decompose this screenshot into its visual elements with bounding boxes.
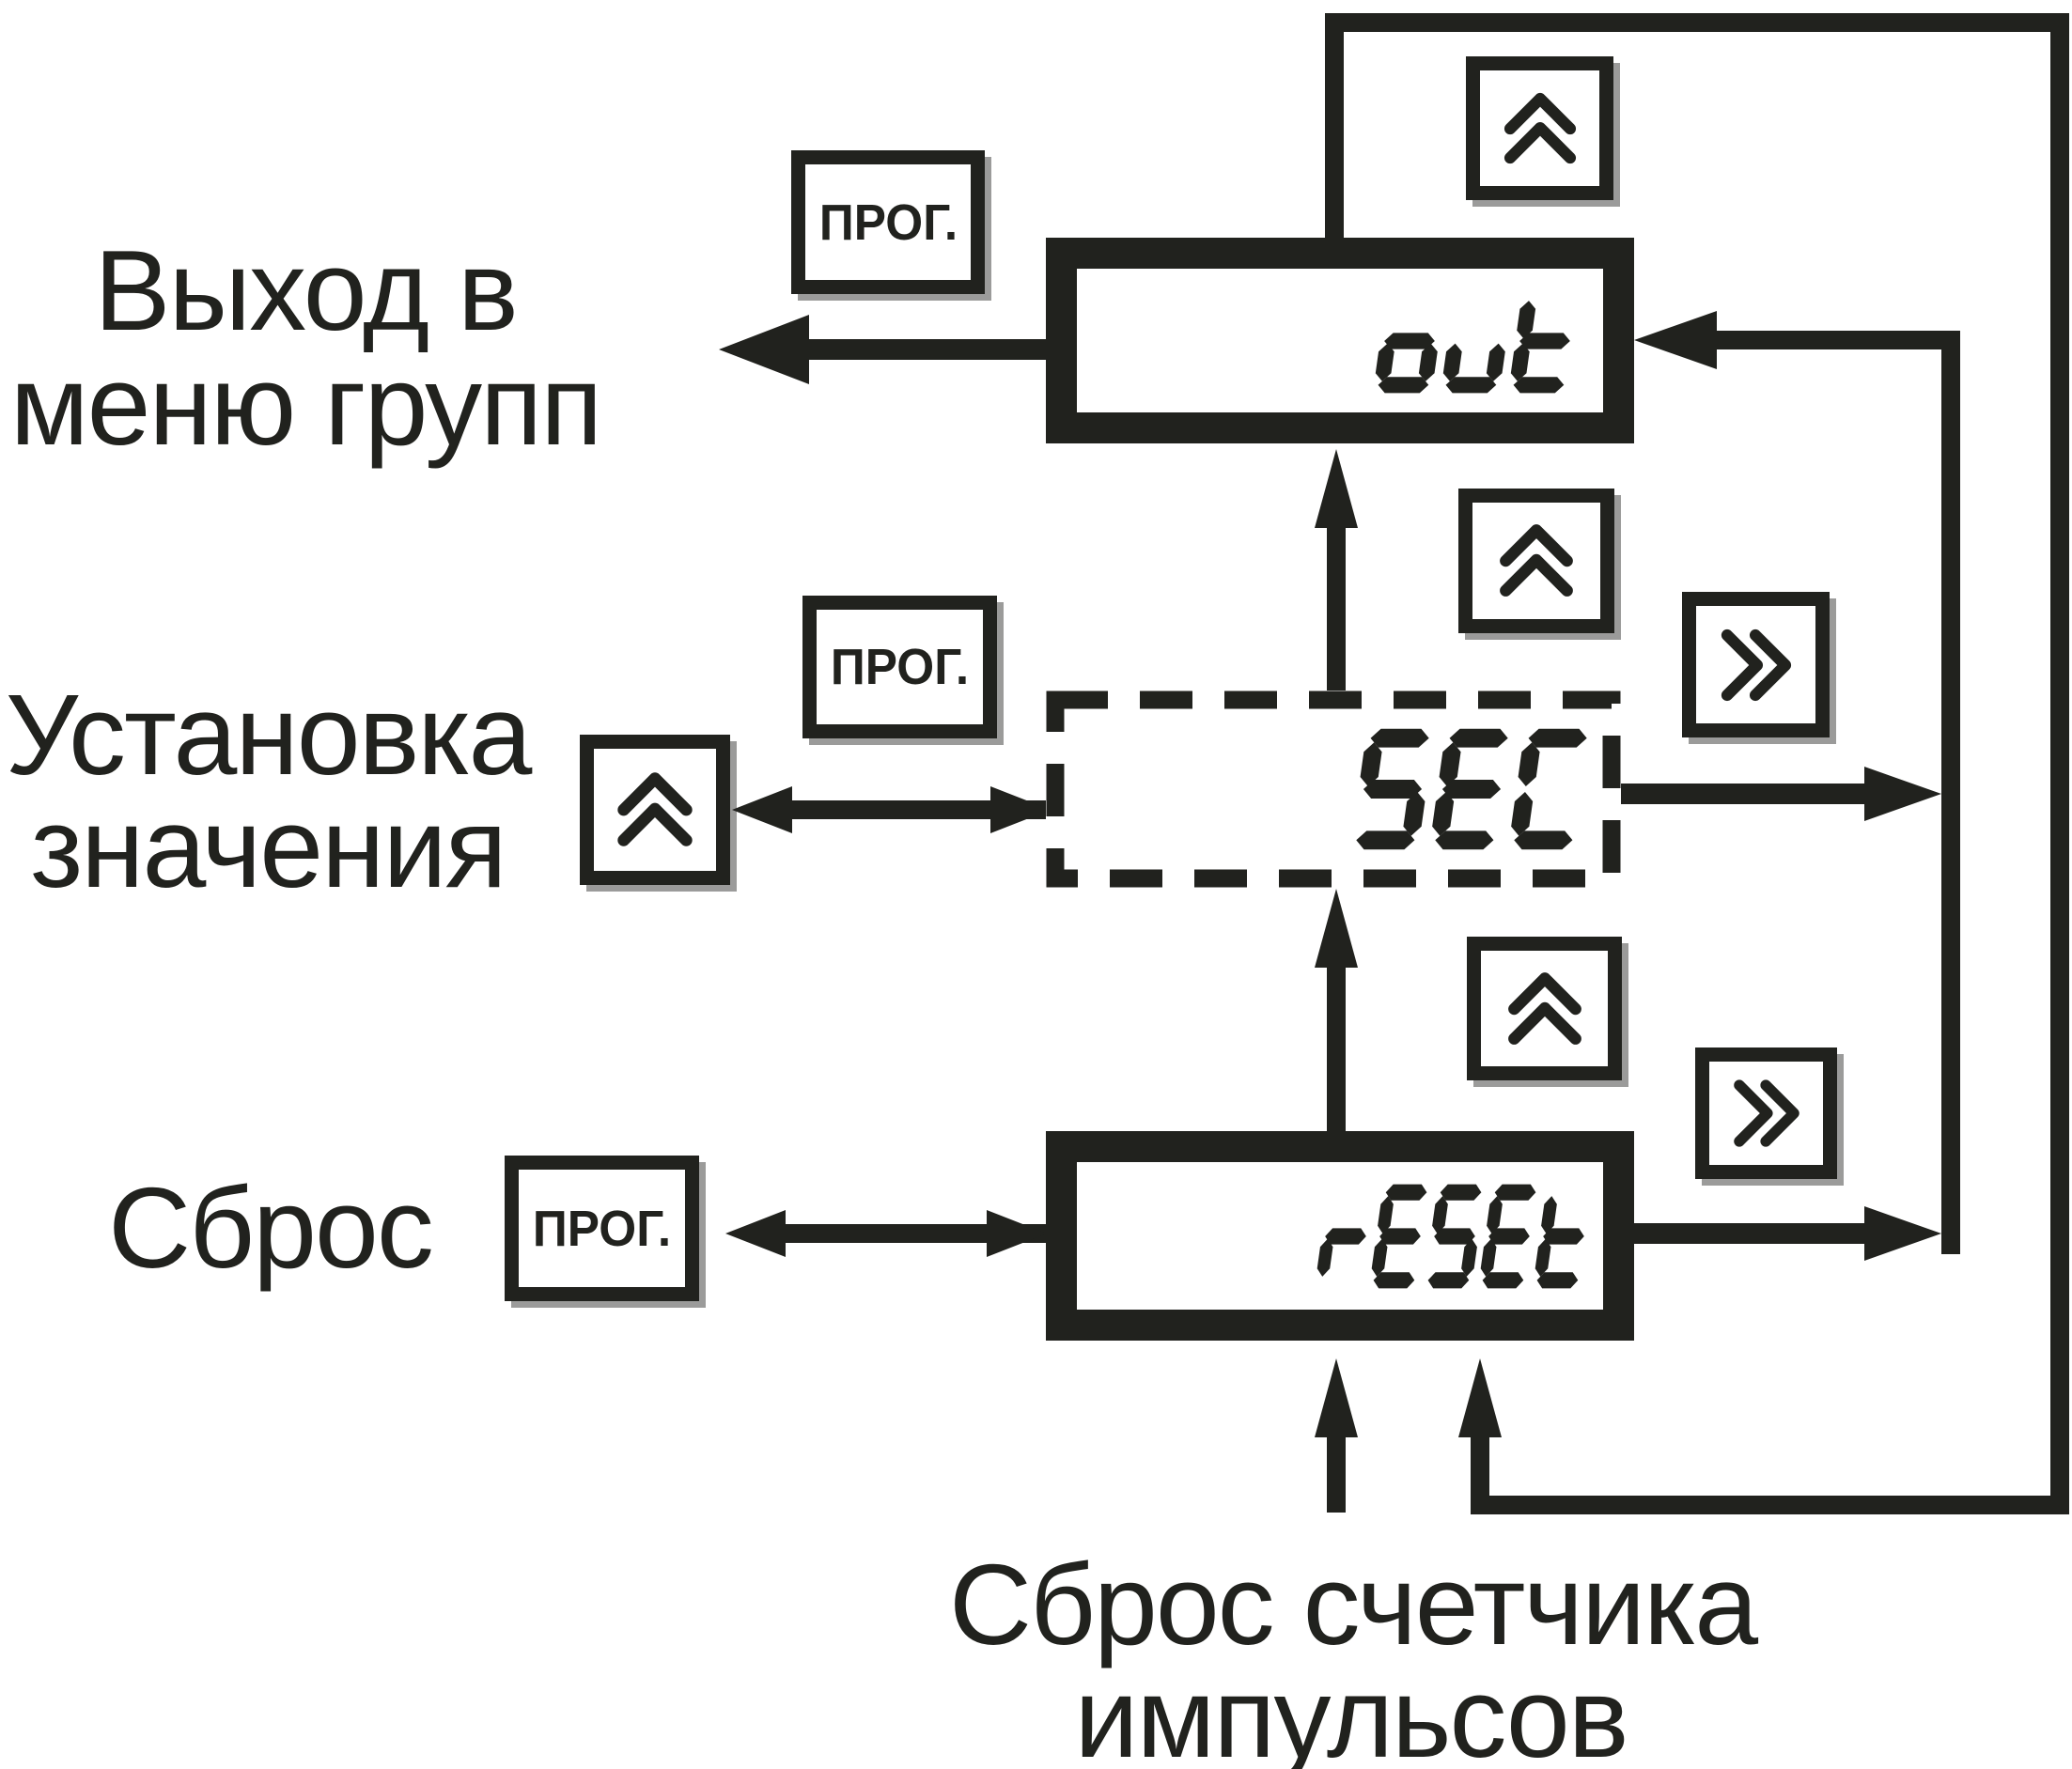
display-box-reset <box>1046 1131 1634 1341</box>
up-button-sec[interactable] <box>1458 489 1614 633</box>
double-chevron-up-icon <box>1503 92 1576 163</box>
caption-exit-line1: Выход в <box>94 226 519 354</box>
dashed-border <box>1046 691 1621 888</box>
arrowhead-sec-to-out <box>1315 449 1358 528</box>
arrowhead-into-reset-bottom <box>1458 1358 1502 1437</box>
caption-counter-reset: Сброс счетчика импульсов <box>949 1541 1758 1769</box>
connector-reset-right-shaft <box>1634 1223 1865 1244</box>
connector-sec-right-shaft <box>1621 784 1865 804</box>
caption-counter-line1: Сброс счетчика <box>949 1541 1758 1668</box>
display-text-out <box>1372 288 1582 394</box>
shift-button-sec[interactable] <box>1682 592 1830 737</box>
connector-outer-right-vertical <box>2050 13 2069 1514</box>
connector-reset-doublearrow-shaft <box>783 1224 1047 1243</box>
arrowhead-reset-to-sec <box>1315 889 1358 968</box>
connector-reset-to-sec <box>1327 968 1346 1131</box>
connector-reset-bottom-stub <box>1471 1435 1489 1501</box>
connector-bottom-horizontal <box>1471 1496 2069 1514</box>
caption-counter-line2: импульсов <box>1074 1653 1628 1769</box>
connector-into-out-horizontal <box>1710 331 1941 349</box>
arrowhead-sec-right <box>1864 767 1941 821</box>
up-button-set[interactable] <box>580 735 730 885</box>
caption-reset-line: Сброс <box>108 1164 434 1292</box>
up-button-reset[interactable] <box>1467 937 1622 1080</box>
prog-button-label: ПРОГ. <box>532 1200 672 1257</box>
double-chevron-up-icon <box>617 772 693 846</box>
arrowhead-reset-right <box>1864 1206 1941 1261</box>
arrowhead-set-left <box>732 786 792 833</box>
double-chevron-up-icon <box>1507 971 1581 1045</box>
connector-out-top-vertical <box>1325 13 1344 239</box>
connector-inner-right-vertical <box>1941 331 1960 1254</box>
connector-exit-arrow-shaft <box>803 339 1046 360</box>
prog-button-label: ПРОГ. <box>830 639 970 695</box>
display-box-sec <box>1046 691 1621 888</box>
display-text-sec <box>1349 728 1594 850</box>
up-button-out[interactable] <box>1466 56 1613 200</box>
connector-set-doublearrow-shaft <box>789 800 1051 819</box>
display-box-out <box>1046 238 1634 443</box>
arrowhead-exit-to-menu <box>719 315 809 384</box>
arrowhead-resetrow-right <box>987 1210 1047 1257</box>
caption-set-line2: значения <box>30 784 506 911</box>
connector-sec-to-out <box>1327 526 1346 691</box>
double-chevron-up-icon <box>1500 524 1573 597</box>
caption-exit-line2: меню групп <box>9 341 603 469</box>
prog-button-set[interactable]: ПРОГ. <box>802 596 997 738</box>
arrowhead-into-out <box>1634 311 1717 369</box>
arrowhead-set-right <box>990 786 1051 833</box>
prog-button-reset[interactable]: ПРОГ. <box>505 1156 699 1301</box>
prog-button-exit[interactable]: ПРОГ. <box>791 150 985 294</box>
caption-set-value: Установка значения <box>0 671 536 911</box>
caption-set-line1: Установка <box>5 671 533 799</box>
double-chevron-right-icon <box>1721 628 1791 701</box>
arrowhead-resetrow-left <box>725 1210 786 1257</box>
double-chevron-right-icon <box>1733 1079 1799 1147</box>
caption-reset: Сброс <box>99 1171 442 1285</box>
connector-counter-reset-stub <box>1327 1435 1346 1513</box>
shift-button-reset[interactable] <box>1695 1047 1837 1179</box>
arrowhead-counter-reset <box>1315 1358 1358 1437</box>
caption-exit-to-group-menu: Выход в меню групп <box>0 233 615 462</box>
connector-top-horizontal <box>1325 13 2069 32</box>
prog-button-label: ПРОГ. <box>818 194 958 251</box>
display-text-reset <box>1314 1184 1596 1289</box>
